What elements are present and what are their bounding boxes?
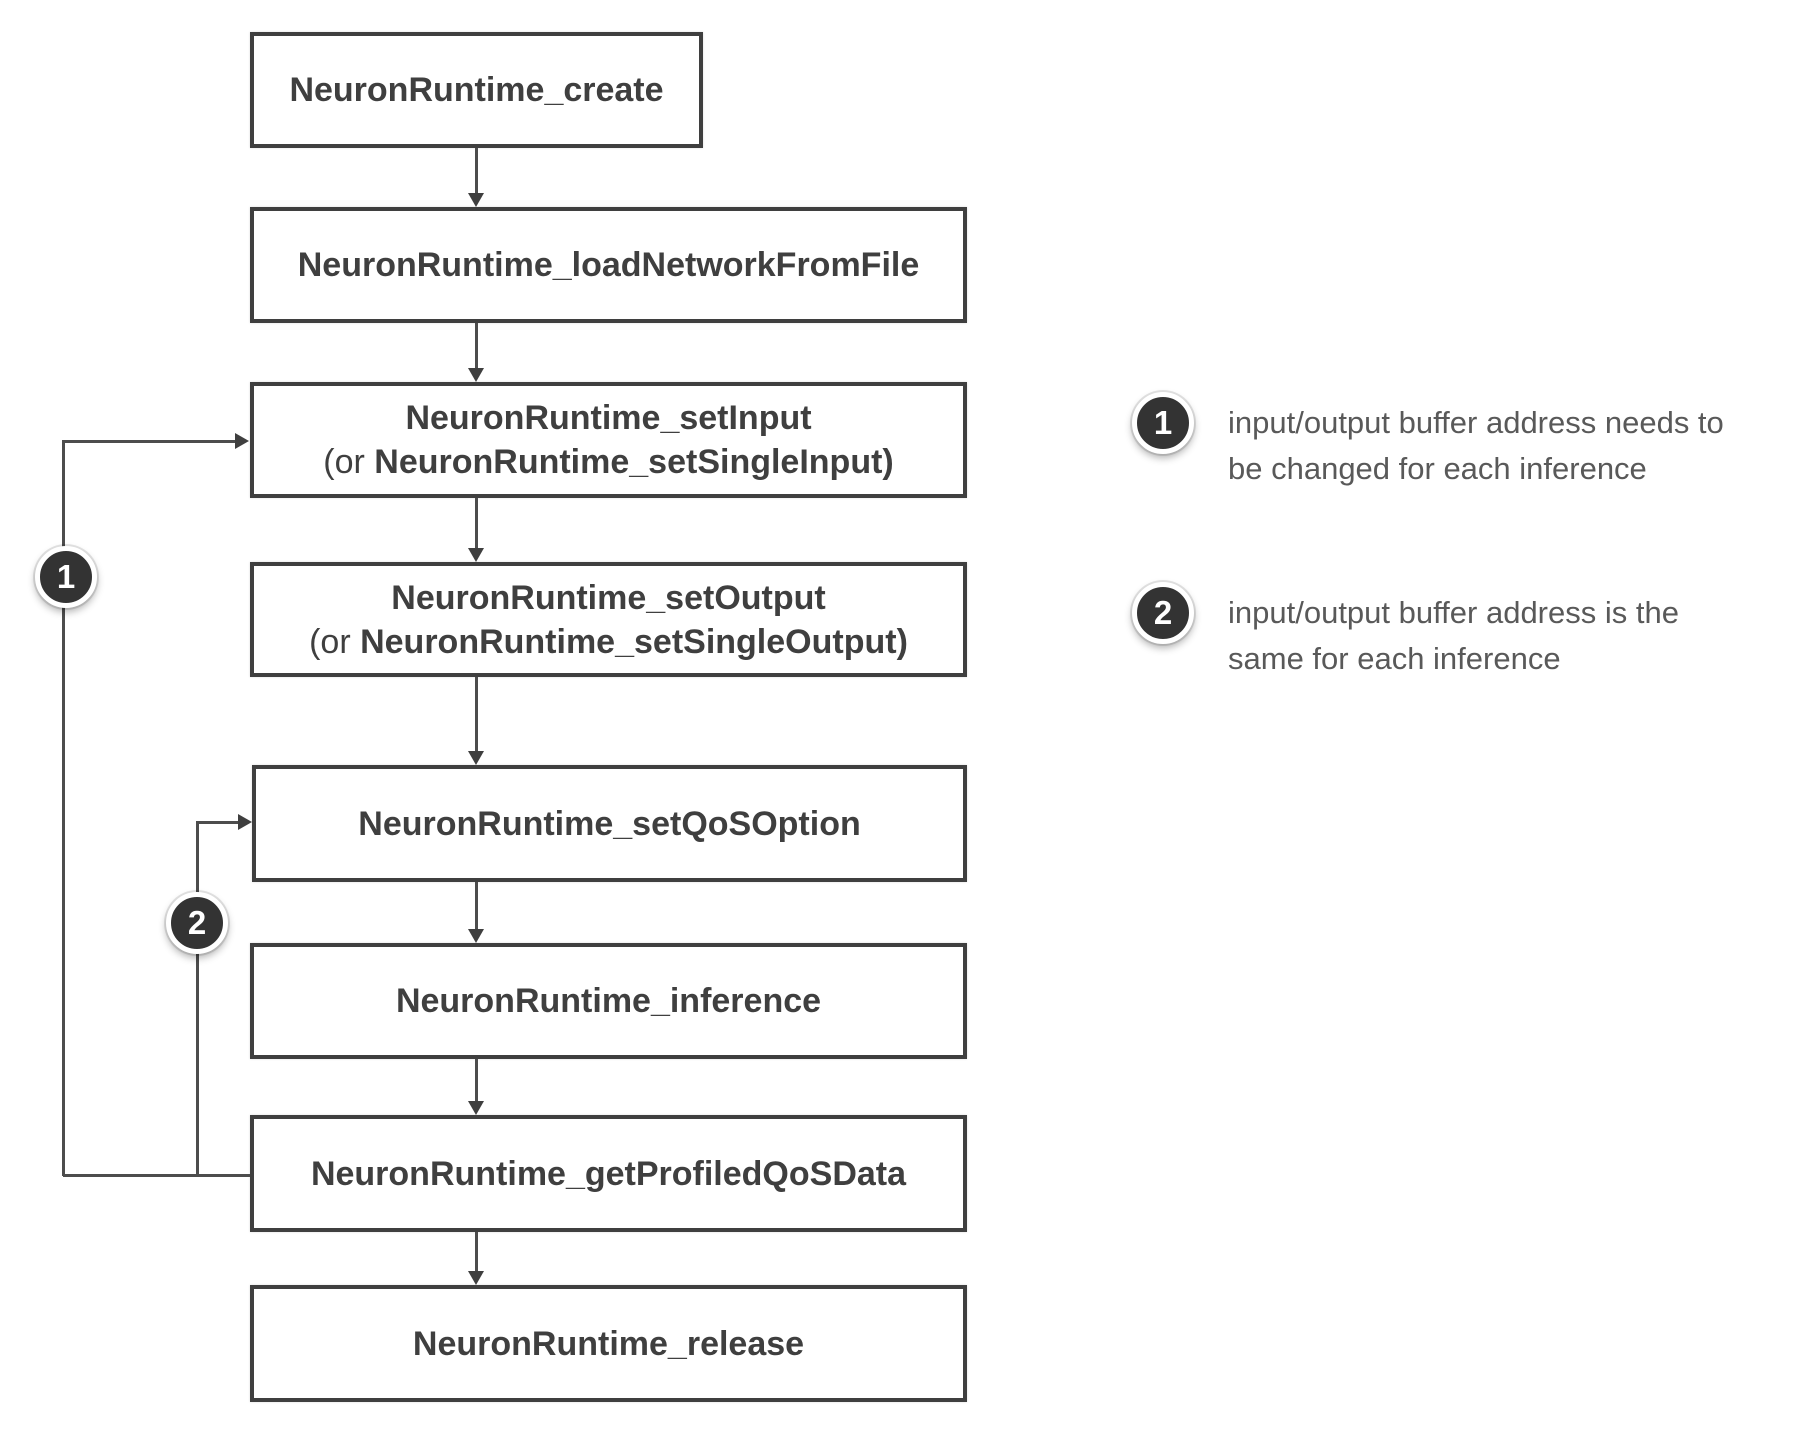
flow-box-set-output-alt-label: (or NeuronRuntime_setSingleOutput) (309, 620, 908, 664)
flow-box-get-profiled-qos-data: NeuronRuntime_getProfiledQoSData (250, 1115, 967, 1232)
loop1-vertical-line (62, 440, 65, 1176)
flow-box-set-qos-option: NeuronRuntime_setQoSOption (252, 765, 967, 882)
flow-box-set-input-alt-label: (or NeuronRuntime_setSingleInput) (323, 440, 893, 484)
flow-box-set-input-label: NeuronRuntime_setInput (405, 399, 812, 437)
connector-inference-to-get-profiled-arrow (468, 1059, 484, 1115)
alt-suffix: ) (896, 622, 908, 661)
legend1-text: input/output buffer address needs to be … (1228, 400, 1788, 492)
connector-load-to-set-input-arrow (468, 323, 484, 382)
flow-box-get-profiled-qos-data-label: NeuronRuntime_getProfiledQoSData (310, 1154, 907, 1193)
flow-box-set-output: NeuronRuntime_setOutput (or NeuronRuntim… (250, 562, 967, 677)
loop1-top-arrow (63, 433, 249, 449)
flow-box-release-label: NeuronRuntime_release (412, 1324, 805, 1363)
legend1-line1: input/output buffer address needs to (1228, 405, 1724, 440)
flow-box-inference-label: NeuronRuntime_inference (395, 982, 822, 1020)
alt-prefix: (or (323, 443, 375, 481)
loop2-number-badge: 2 (166, 892, 228, 954)
legend1-number-badge: 1 (1132, 392, 1194, 454)
flow-box-create: NeuronRuntime_create (250, 32, 703, 148)
connector-get-profiled-to-release-arrow (468, 1232, 484, 1285)
connector-set-input-to-set-output-arrow (468, 498, 484, 562)
alt-function-name: NeuronRuntime_setSingleInput (374, 443, 883, 481)
legend2-text: input/output buffer address is the same … (1228, 590, 1788, 682)
loop2-vertical-line (196, 821, 199, 1176)
legend2-line2: same for each inference (1228, 641, 1561, 676)
legend2-line1: input/output buffer address is the (1228, 595, 1679, 630)
legend2-number-badge: 2 (1132, 582, 1194, 644)
flow-box-create-label: NeuronRuntime_create (289, 71, 664, 109)
flow-box-load-network-from-file: NeuronRuntime_loadNetworkFromFile (250, 207, 967, 323)
connector-set-qos-to-inference-arrow (468, 882, 484, 943)
flow-box-inference: NeuronRuntime_inference (250, 943, 967, 1059)
connector-set-output-to-set-qos-arrow (468, 677, 484, 765)
flow-box-load-network-label: NeuronRuntime_loadNetworkFromFile (297, 246, 920, 284)
legend1-line2: be changed for each inference (1228, 451, 1647, 486)
alt-function-name: NeuronRuntime_setSingleOutput (360, 622, 897, 661)
flow-box-set-output-label: NeuronRuntime_setOutput (391, 578, 826, 617)
alt-prefix: (or (309, 622, 361, 661)
flow-box-release: NeuronRuntime_release (250, 1285, 967, 1402)
flow-box-set-input: NeuronRuntime_setInput (or NeuronRuntime… (250, 382, 967, 498)
alt-suffix: ) (882, 443, 894, 481)
loop1-bottom-line (63, 1174, 250, 1177)
loop2-top-arrow (197, 814, 252, 830)
flow-box-set-qos-option-label: NeuronRuntime_setQoSOption (358, 804, 861, 843)
loop1-number-badge: 1 (35, 546, 97, 608)
connector-create-to-load-arrow (468, 148, 484, 207)
